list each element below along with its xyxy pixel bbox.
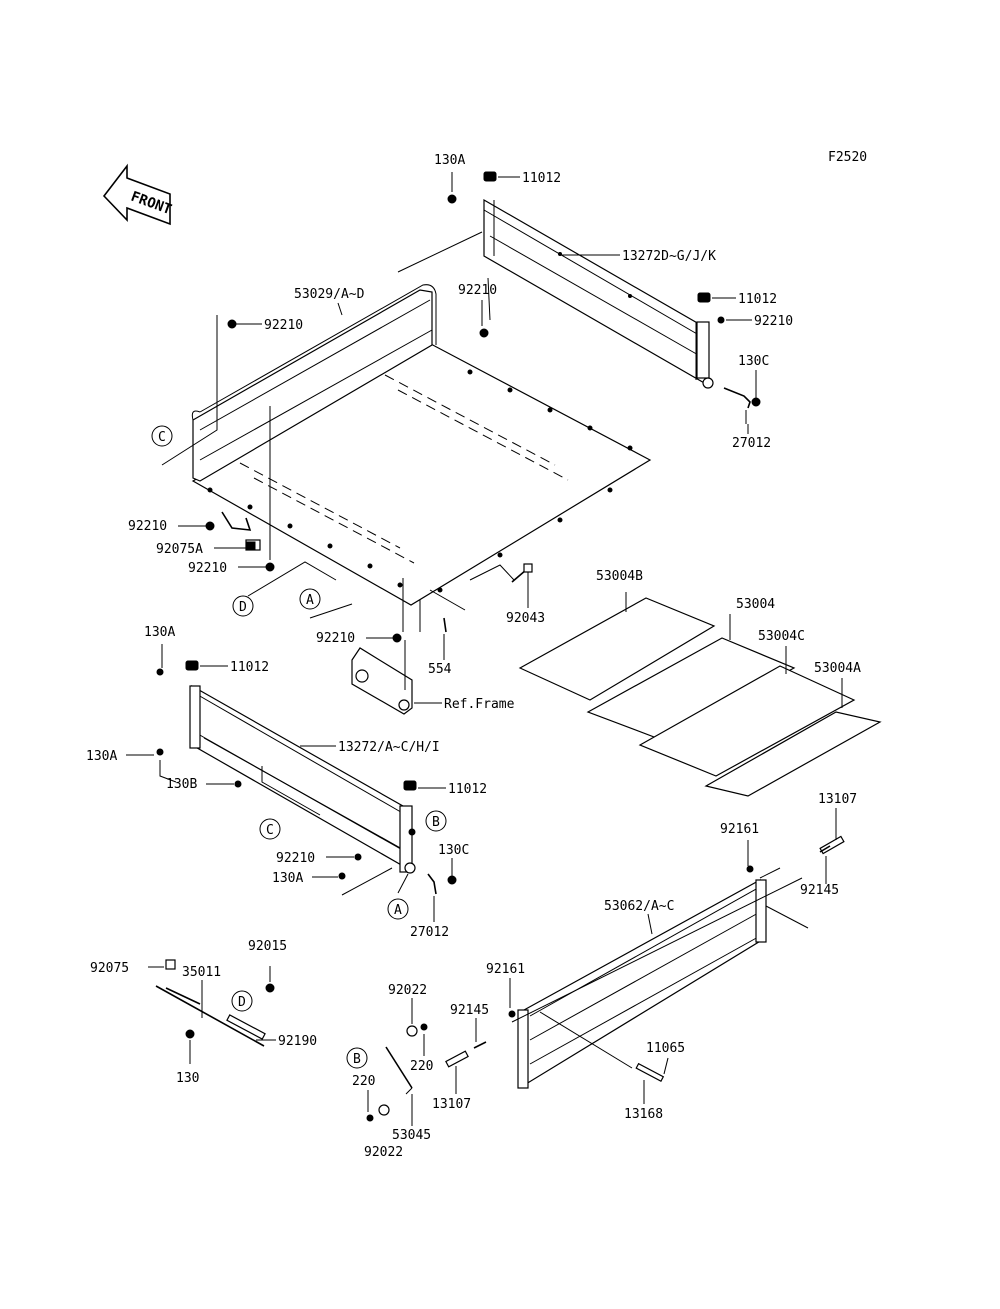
svg-text:A: A bbox=[306, 593, 314, 608]
label-53004: 53004 bbox=[736, 597, 775, 612]
label-92210-b: 92210 bbox=[188, 561, 227, 576]
label-92145-top: 92145 bbox=[800, 883, 839, 898]
label-92022-top: 92022 bbox=[388, 983, 427, 998]
svg-text:C: C bbox=[158, 430, 166, 445]
label-13272d: 13272D~G/J/K bbox=[622, 249, 716, 264]
label-ref-frame: Ref.Frame bbox=[444, 697, 515, 712]
callout-b-low: B bbox=[346, 1047, 368, 1069]
label-27012-mid: 27012 bbox=[410, 925, 449, 940]
label-53029: 53029/A~D bbox=[294, 287, 365, 302]
svg-text:D: D bbox=[239, 600, 247, 615]
floor-mats bbox=[518, 592, 882, 797]
label-92075: 92075 bbox=[90, 961, 129, 976]
callouts: C D A C B A D B bbox=[151, 425, 447, 1069]
svg-text:B: B bbox=[353, 1052, 361, 1067]
label-11012-top: 11012 bbox=[522, 171, 561, 186]
label-92190: 92190 bbox=[278, 1034, 317, 1049]
label-92161-low: 92161 bbox=[486, 962, 525, 977]
label-53004a: 53004A bbox=[814, 661, 861, 676]
label-11012-mid: 11012 bbox=[448, 782, 487, 797]
cable-assembly bbox=[148, 959, 428, 1122]
callout-b-mid: B bbox=[425, 810, 447, 832]
label-35011: 35011 bbox=[182, 965, 221, 980]
label-53004b: 53004B bbox=[596, 569, 643, 584]
label-554: 554 bbox=[428, 662, 452, 677]
label-92210-a: 92210 bbox=[128, 519, 167, 534]
label-130a-left3: 130A bbox=[272, 871, 303, 886]
label-13272: 13272/A~C/H/I bbox=[338, 740, 440, 755]
label-92210-d: 92210 bbox=[276, 851, 315, 866]
label-92015: 92015 bbox=[248, 939, 287, 954]
label-92043: 92043 bbox=[506, 611, 545, 626]
cargo-bed bbox=[161, 284, 652, 632]
label-92161-top: 92161 bbox=[720, 822, 759, 837]
label-13168: 13168 bbox=[624, 1107, 663, 1122]
svg-text:A: A bbox=[394, 903, 402, 918]
svg-text:D: D bbox=[238, 995, 246, 1010]
label-220-b: 220 bbox=[352, 1074, 375, 1089]
label-53004c: 53004C bbox=[758, 629, 805, 644]
callout-c-mid: C bbox=[259, 818, 281, 840]
front-arrow-icon: FRONT bbox=[102, 163, 174, 226]
label-13107-top: 13107 bbox=[818, 792, 857, 807]
callout-a-mid: A bbox=[387, 898, 409, 920]
label-130a-left2: 130A bbox=[86, 749, 117, 764]
label-130c-top: 130C bbox=[738, 354, 769, 369]
label-130c-mid: 130C bbox=[438, 843, 469, 858]
label-53062: 53062/A~C bbox=[604, 899, 674, 914]
label-130a-left1: 130A bbox=[144, 625, 175, 640]
callout-d-top: D bbox=[232, 595, 254, 617]
label-27012-top: 27012 bbox=[732, 436, 771, 451]
side-panel-left bbox=[156, 644, 457, 896]
frame-parts bbox=[205, 319, 533, 715]
part-labels: 130A 11012 13272D~G/J/K 53029/A~D 92210 … bbox=[86, 153, 861, 1160]
callout-c-top: C bbox=[151, 425, 173, 447]
label-11065: 11065 bbox=[646, 1041, 685, 1056]
label-130: 130 bbox=[176, 1071, 199, 1086]
label-92145-low: 92145 bbox=[450, 1003, 489, 1018]
label-13107-low: 13107 bbox=[432, 1097, 471, 1112]
label-130a-top: 130A bbox=[434, 153, 465, 168]
label-92210-left: 92210 bbox=[264, 318, 303, 333]
label-11012-left: 11012 bbox=[230, 660, 269, 675]
svg-text:B: B bbox=[432, 815, 440, 830]
tailgate bbox=[445, 835, 845, 1089]
label-130b: 130B bbox=[166, 777, 197, 792]
label-92075a: 92075A bbox=[156, 542, 203, 557]
svg-text:C: C bbox=[266, 823, 274, 838]
label-92210-top: 92210 bbox=[458, 283, 497, 298]
callout-d-low: D bbox=[231, 990, 253, 1012]
side-panel-right bbox=[397, 171, 761, 424]
label-92210-right: 92210 bbox=[754, 314, 793, 329]
figure-code: F2520 bbox=[828, 150, 867, 165]
label-53045: 53045 bbox=[392, 1128, 431, 1143]
label-220-a: 220 bbox=[410, 1059, 433, 1074]
label-92210-c: 92210 bbox=[316, 631, 355, 646]
label-11012-right: 11012 bbox=[738, 292, 777, 307]
label-92022-low: 92022 bbox=[364, 1145, 403, 1160]
callout-a-top: A bbox=[299, 588, 321, 610]
